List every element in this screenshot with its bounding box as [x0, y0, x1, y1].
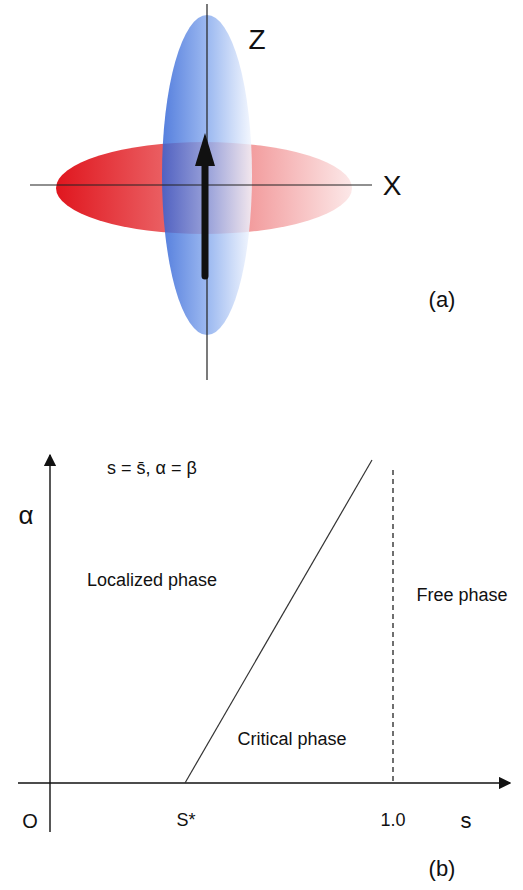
axis-label: Z: [248, 25, 265, 56]
s-axis: [18, 782, 510, 783]
region-label: Localized phase: [87, 571, 217, 591]
panel-label: (b): [429, 857, 456, 881]
tick-label: S*: [176, 811, 195, 831]
axis-label: s: [461, 809, 472, 833]
axis-label: X: [383, 171, 402, 202]
condition-note: s = s̄, α = β: [107, 459, 197, 479]
region-label: Critical phase: [237, 730, 346, 750]
region-label: Free phase: [416, 586, 507, 606]
axis-label: α: [18, 501, 33, 530]
alpha-axis: [49, 455, 50, 832]
phase-boundary: [185, 460, 372, 783]
arrow-head: [195, 133, 215, 166]
origin-label: O: [22, 810, 38, 832]
x-axis: [30, 184, 372, 185]
tick-label: 1.0: [380, 811, 405, 831]
panel-label: (a): [429, 288, 456, 312]
dashed-boundary: [392, 470, 393, 783]
arrow-shaft: [202, 160, 209, 276]
